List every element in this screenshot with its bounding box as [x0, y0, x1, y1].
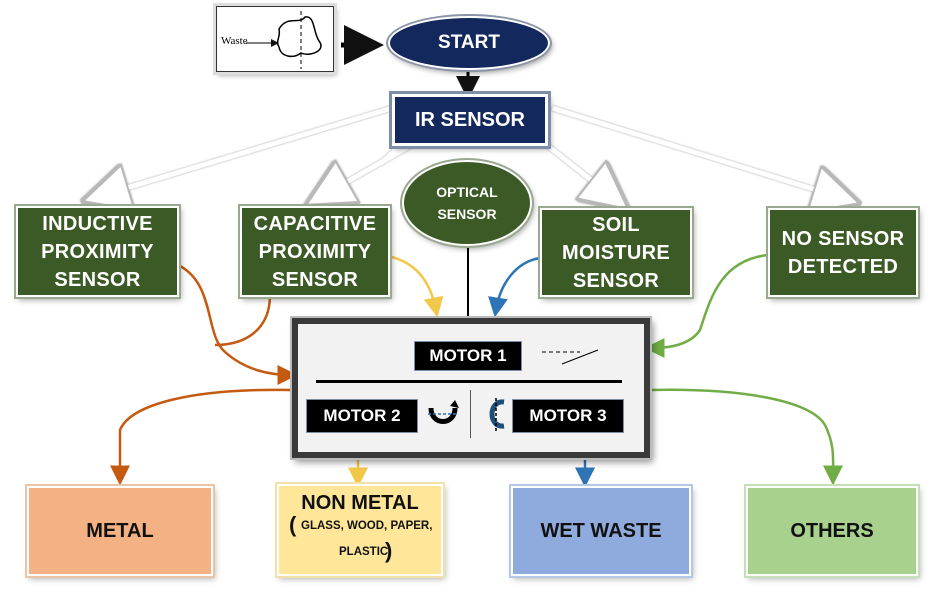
- capacitive-proximity-sensor: CAPACITIVE PROXIMITY SENSOR: [240, 206, 390, 297]
- no-sensor-detected: NO SENSOR DETECTED: [768, 208, 918, 297]
- sensor-line: CAPACITIVE: [253, 212, 377, 235]
- optical-sensor-line2: SENSOR: [437, 206, 497, 222]
- output-others-label: OTHERS: [790, 519, 874, 542]
- motor-2-label: MOTOR 2: [306, 399, 418, 433]
- arrow-soil-to-motor: [488, 256, 541, 318]
- waste-image-box: Waste: [216, 6, 334, 72]
- arrow-motor-to-metal: [110, 388, 293, 486]
- waste-label: Waste: [221, 35, 248, 47]
- soil-moisture-sensor: SOIL MOISTURE SENSOR: [540, 208, 692, 297]
- sensor-line: SENSOR: [271, 268, 359, 291]
- motor-box: MOTOR 1 MOTOR 2 MOTOR 3: [292, 318, 650, 458]
- paren-close: ): [385, 538, 393, 563]
- rotate-horizontal-icon: [428, 400, 459, 424]
- motor-divider: [316, 380, 622, 383]
- sensor-line: SENSOR: [572, 269, 660, 292]
- output-non-metal: NON METAL ( GLASS, WOOD, PAPER, PLASTIC …: [277, 484, 443, 576]
- sensor-line: INDUCTIVE: [42, 212, 153, 235]
- arrow-inductive-to-motor: [179, 264, 298, 385]
- optical-sensor-line1: OPTICAL: [436, 184, 498, 200]
- arrow-ir-to-no-sensor: [551, 105, 842, 198]
- arrow-ir-to-soil: [546, 144, 614, 198]
- arrow-ir-to-optical: [378, 144, 402, 166]
- arrow-nosensor-to-motor: [644, 253, 769, 358]
- output-wet-waste: WET WASTE: [511, 486, 691, 576]
- sensor-line: PROXIMITY: [41, 240, 154, 263]
- waste-sketch-icon: [246, 11, 322, 69]
- motor-3-label: MOTOR 3: [512, 399, 624, 433]
- output-others: OTHERS: [746, 486, 918, 576]
- start-label: START: [438, 32, 500, 53]
- inductive-proximity-sensor: INDUCTIVE PROXIMITY SENSOR: [16, 206, 179, 297]
- ir-sensor-node: IR SENSOR: [392, 94, 548, 146]
- arrow-capacitive-yellow: [387, 254, 444, 318]
- output-metal-label: METAL: [86, 519, 154, 542]
- sensor-line: NO SENSOR: [781, 227, 905, 250]
- sensor-line: SENSOR: [54, 268, 141, 291]
- output-wet-waste-label: WET WASTE: [540, 519, 662, 542]
- rotate-vertical-icon: [489, 398, 505, 432]
- hinge-flap-icon: [542, 349, 599, 365]
- paren-open: (: [289, 512, 297, 537]
- arrow-capacitive-to-motor: [214, 294, 272, 347]
- arrow-ir-to-capacitive: [322, 143, 412, 196]
- motor-vertical-divider: [470, 390, 471, 438]
- sensor-line: PROXIMITY: [258, 240, 372, 263]
- output-non-metal-subtitle: ( GLASS, WOOD, PAPER, PLASTIC ): [279, 512, 441, 574]
- motor-1-text: MOTOR 1: [429, 346, 507, 365]
- motor-2-text: MOTOR 2: [323, 406, 401, 425]
- motor-3-text: MOTOR 3: [529, 406, 607, 425]
- output-non-metal-title: NON METAL: [301, 492, 419, 514]
- start-node: START: [388, 16, 550, 70]
- output-metal: METAL: [27, 486, 213, 576]
- arrow-motor-to-others: [649, 388, 844, 486]
- ir-sensor-label: IR SENSOR: [414, 108, 526, 131]
- sensor-line: MOISTURE: [562, 241, 670, 264]
- output-non-metal-sub2: PLASTIC: [339, 546, 389, 558]
- arrow-ir-to-inductive: [100, 105, 393, 196]
- output-non-metal-sub1: GLASS, WOOD, PAPER,: [301, 520, 433, 532]
- sensor-line: DETECTED: [787, 255, 899, 278]
- motor-1-label: MOTOR 1: [414, 341, 522, 371]
- optical-sensor-node: OPTICAL SENSOR: [402, 160, 532, 246]
- sensor-line: SOIL: [592, 213, 640, 236]
